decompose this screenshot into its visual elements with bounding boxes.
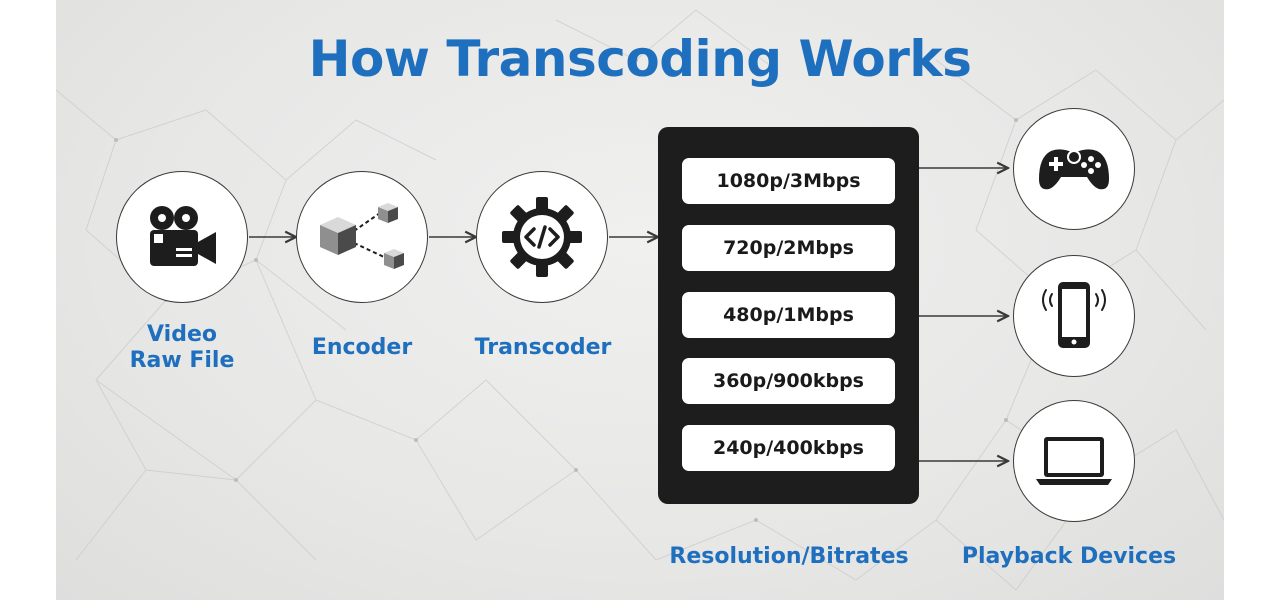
page-title: How Transcoding Works — [308, 30, 972, 88]
encoder-label: Encoder — [311, 335, 413, 360]
video-raw-file-node — [116, 171, 248, 303]
rendition-480p: 480p/1Mbps — [682, 292, 895, 338]
transcoder-node — [476, 171, 608, 303]
rendition-1080p: 1080p/3Mbps — [682, 158, 895, 204]
playback-devices-label: Playback Devices — [961, 544, 1177, 569]
video-label-line1: Video — [147, 322, 217, 347]
smartphone-device-node — [1013, 255, 1135, 377]
transcoder-label: Transcoder — [474, 335, 612, 360]
video-label-line2: Raw File — [129, 348, 235, 373]
smartphone-icon — [1042, 282, 1106, 348]
laptop-icon — [1036, 437, 1112, 485]
encoder-node — [296, 171, 428, 303]
video-raw-file-label: Video Raw File — [110, 322, 254, 374]
laptop-device-node — [1013, 400, 1135, 522]
gamepad-device-node — [1013, 108, 1135, 230]
rendition-240p: 240p/400kbps — [682, 425, 895, 471]
gamepad-icon — [1039, 149, 1109, 190]
video-camera-icon — [150, 206, 216, 266]
resolution-bitrates-label: Resolution/Bitrates — [669, 544, 909, 569]
renditions-panel: 1080p/3Mbps 720p/2Mbps 480p/1Mbps 360p/9… — [658, 127, 919, 504]
rendition-720p: 720p/2Mbps — [682, 225, 895, 271]
cubes-icon — [320, 203, 404, 269]
code-gear-icon — [502, 197, 582, 277]
rendition-360p: 360p/900kbps — [682, 358, 895, 404]
